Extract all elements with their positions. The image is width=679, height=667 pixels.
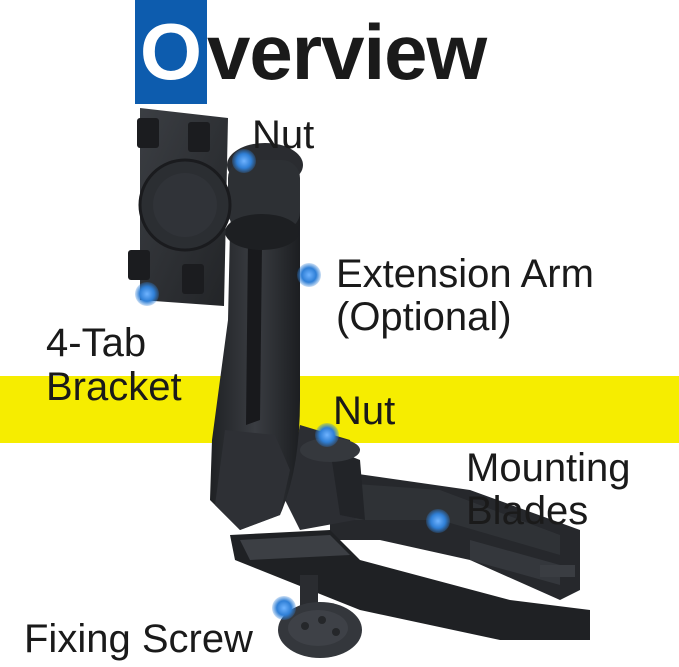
extension-arm-marker — [297, 263, 321, 287]
yellow-highlight-band — [0, 376, 679, 443]
title-rest: verview — [207, 8, 487, 96]
label-extension-arm-line1: Extension Arm — [336, 252, 594, 296]
extension-arm-part — [210, 158, 300, 530]
mounting-blades-marker — [426, 509, 450, 533]
mounting-blades-part — [230, 470, 590, 640]
label-extension-arm-line2: (Optional) — [336, 295, 512, 339]
fixing-screw-marker — [272, 596, 296, 620]
nut-top-marker — [232, 149, 256, 173]
fixing-screw-part — [278, 575, 362, 658]
nut-middle-marker — [315, 423, 339, 447]
tab-bracket-marker — [135, 282, 159, 306]
label-mounting-blades-line2: Blades — [466, 489, 589, 533]
label-tab-bracket-line2: Bracket — [46, 365, 182, 409]
label-fixing-screw: Fixing Screw — [24, 617, 253, 661]
label-nut-middle: Nut — [333, 389, 396, 433]
four-tab-bracket-part — [128, 108, 232, 306]
label-tab-bracket-line1: 4-Tab — [46, 321, 147, 365]
label-mounting-blades-line1: Mounting — [466, 446, 631, 490]
title-first-letter: O — [135, 0, 207, 104]
page-title: O verview — [135, 0, 487, 104]
central-hinge-block — [285, 425, 365, 530]
label-nut-top: Nut — [252, 113, 315, 157]
